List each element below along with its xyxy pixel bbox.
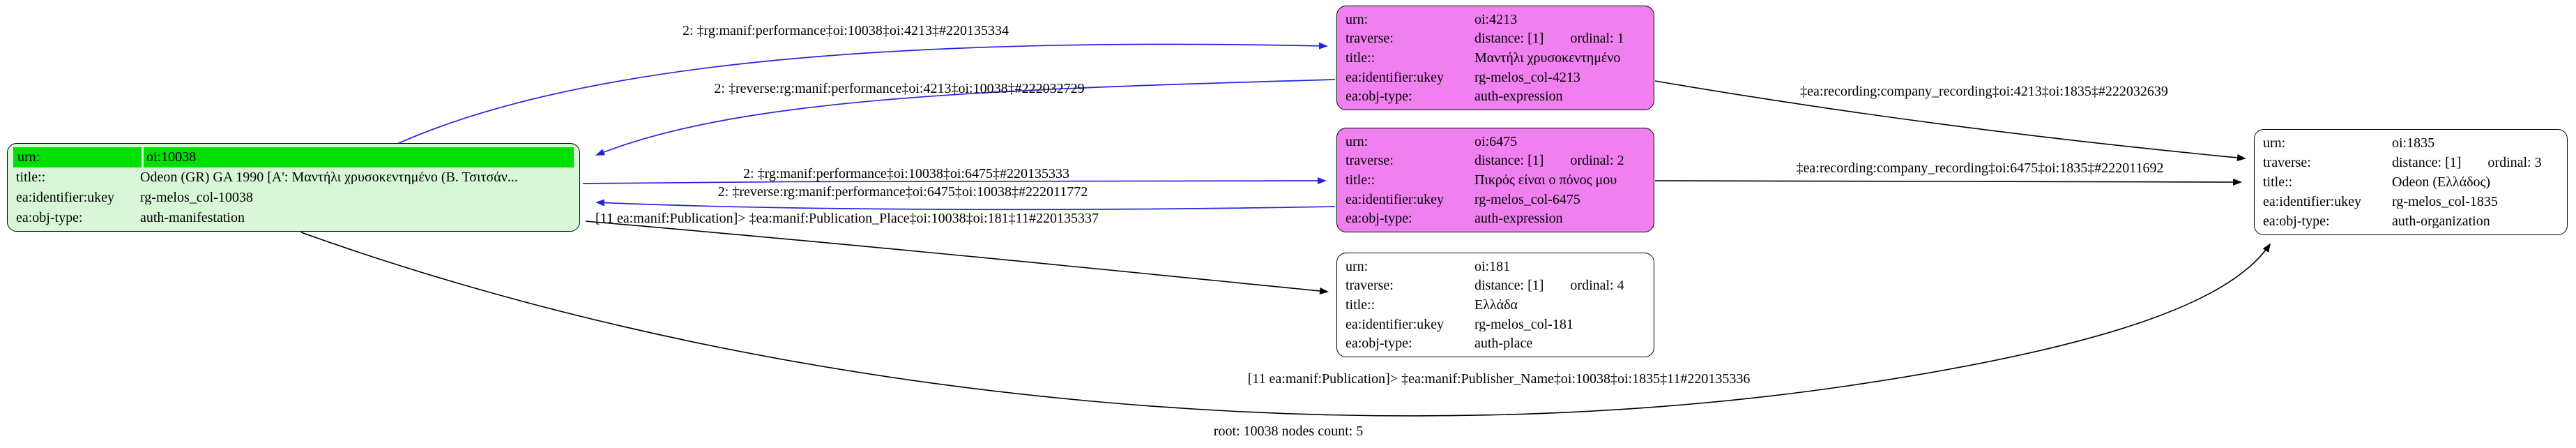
- field-value-urn: oi:10038: [144, 147, 574, 167]
- edge-label-publisher-name-10038-1835: [11 ea:manif:Publication]> ‡ea:manif:Pub…: [1247, 371, 1751, 387]
- node-oi-6475[interactable]: urn: oi:6475 traverse: distance: [1] ord…: [1336, 128, 1654, 232]
- node-row-urn: urn: oi:181: [1340, 257, 1651, 276]
- field-label-objtype: ea:obj-type:: [16, 209, 83, 225]
- field-value-ukey: rg-melos_col-10038: [140, 190, 253, 204]
- field-label-traverse: traverse:: [1346, 31, 1394, 47]
- node-row-ukey: ea:identifier:ukey rg-melos_col-10038: [10, 188, 577, 208]
- edge-label-performance-10038-4213: 2: ‡rg:manif:performance‡oi:10038‡oi:421…: [683, 23, 1009, 38]
- node-row-title: title:: Μαντήλι χρυσοκεντημένο: [1340, 48, 1651, 68]
- field-value-urn: oi:4213: [1474, 12, 1518, 27]
- node-oi-181[interactable]: urn: oi:181 traverse: distance: [1] ordi…: [1336, 253, 1654, 357]
- edge-reverse-performance-6475-10038: [595, 199, 1336, 211]
- field-value-ordinal: ordinal: 3: [2487, 156, 2542, 170]
- node-oi-10038[interactable]: urn: oi:10038 title:: Odeon (GR) GA 1990…: [7, 143, 580, 232]
- field-value-objtype: auth-manifestation: [140, 210, 245, 225]
- node-oi-1835[interactable]: urn: oi:1835 traverse: distance: [1] ord…: [2254, 129, 2568, 235]
- field-value-distance: distance: [1]: [2392, 156, 2462, 170]
- field-value-title: Ελλάδα: [1474, 298, 1518, 312]
- field-label-ukey: ea:identifier:ukey: [16, 189, 115, 205]
- field-label-objtype: ea:obj-type:: [2263, 214, 2330, 229]
- node-row-title: title:: Odeon (Ελλάδος): [2257, 172, 2564, 192]
- graph-root-label: root: 10038 nodes count: 5: [1213, 424, 1364, 439]
- node-row-urn: urn: oi:1835: [2257, 133, 2564, 153]
- node-row-urn: urn: oi:10038: [10, 147, 577, 167]
- edge-label-company-recording-4213-1835: ‡ea:recording:company_recording‡oi:4213‡…: [1800, 84, 2168, 99]
- node-row-objtype: ea:obj-type: auth-manifestation: [10, 207, 577, 227]
- field-label-title: title::: [1346, 50, 1375, 66]
- field-label-ukey: ea:identifier:ukey: [1346, 316, 1445, 332]
- node-row-title: title:: Ελλάδα: [1340, 295, 1651, 315]
- field-value-objtype: auth-organization: [2392, 214, 2490, 228]
- node-row-objtype: ea:obj-type: auth-place: [1340, 334, 1651, 353]
- field-label-ukey: ea:identifier:ukey: [1346, 191, 1445, 207]
- node-oi-4213[interactable]: urn: oi:4213 traverse: distance: [1] ord…: [1336, 6, 1654, 110]
- field-label-objtype: ea:obj-type:: [1346, 211, 1412, 227]
- field-label-urn: urn:: [1346, 258, 1369, 274]
- field-value-urn: oi:6475: [1474, 134, 1518, 149]
- field-label-urn: urn:: [1346, 133, 1369, 149]
- field-label-ukey: ea:identifier:ukey: [1346, 69, 1445, 85]
- field-label-title: title::: [2263, 174, 2293, 190]
- field-value-ordinal: ordinal: 4: [1570, 278, 1624, 293]
- edge-label-performance-10038-6475: 2: ‡rg:manif:performance‡oi:10038‡oi:647…: [743, 166, 1069, 181]
- node-row-ukey: ea:identifier:ukey rg-melos_col-1835: [2257, 192, 2564, 211]
- edge-company-recording-6475-1835: [1654, 178, 2242, 186]
- node-row-traverse: traverse: distance: [1] ordinal: 2: [1340, 151, 1651, 171]
- field-value-title: Μαντήλι χρυσοκεντημένο: [1474, 51, 1621, 65]
- node-row-urn: urn: oi:6475: [1340, 132, 1651, 151]
- field-value-distance: distance: [1]: [1474, 278, 1544, 293]
- field-label-urn: urn:: [13, 147, 142, 167]
- field-value-objtype: auth-expression: [1474, 211, 1563, 226]
- field-value-ukey: rg-melos_col-181: [1474, 317, 1573, 331]
- field-value-urn: oi:181: [1474, 259, 1511, 274]
- field-value-urn: oi:1835: [2392, 136, 2435, 150]
- field-value-title: Odeon (Ελλάδος): [2392, 175, 2491, 189]
- edge-publication-place-10038-181: [585, 221, 1329, 294]
- field-value-ukey: rg-melos_col-4213: [1474, 70, 1580, 84]
- edge-label-publication-place-10038-181: [11 ea:manif:Publication]> ‡ea:manif:Pub…: [595, 211, 1099, 226]
- field-value-distance: distance: [1]: [1474, 154, 1544, 168]
- node-row-traverse: traverse: distance: [1] ordinal: 1: [1340, 29, 1651, 49]
- field-value-distance: distance: [1]: [1474, 31, 1544, 46]
- field-label-title: title::: [1346, 172, 1375, 188]
- field-value-objtype: auth-place: [1474, 336, 1533, 351]
- field-label-objtype: ea:obj-type:: [1346, 89, 1412, 105]
- field-value-objtype: auth-expression: [1474, 89, 1563, 104]
- node-row-objtype: ea:obj-type: auth-organization: [2257, 211, 2564, 231]
- field-label-title: title::: [16, 170, 46, 186]
- edge-performance-10038-6475: [582, 177, 1327, 184]
- field-label-title: title::: [1346, 297, 1375, 313]
- field-value-ordinal: ordinal: 1: [1570, 31, 1624, 46]
- field-label-ukey: ea:identifier:ukey: [2263, 194, 2362, 209]
- node-row-title: title:: Πικρός είναι ο πόνος μου: [1340, 170, 1651, 190]
- field-value-title: Πικρός είναι ο πόνος μου: [1474, 173, 1617, 187]
- field-label-urn: urn:: [1346, 11, 1369, 27]
- node-row-objtype: ea:obj-type: auth-expression: [1340, 87, 1651, 106]
- node-row-ukey: ea:identifier:ukey rg-melos_col-4213: [1340, 68, 1651, 87]
- field-value-ukey: rg-melos_col-6475: [1474, 192, 1580, 207]
- field-label-objtype: ea:obj-type:: [1346, 336, 1412, 352]
- node-row-ukey: ea:identifier:ukey rg-melos_col-181: [1340, 315, 1651, 334]
- node-row-objtype: ea:obj-type: auth-expression: [1340, 209, 1651, 228]
- node-row-traverse: traverse: distance: [1] ordinal: 3: [2257, 153, 2564, 172]
- edge-reverse-performance-4213-10038: [595, 79, 1336, 156]
- node-row-ukey: ea:identifier:ukey rg-melos_col-6475: [1340, 190, 1651, 209]
- edge-company-recording-4213-1835: [1654, 80, 2246, 161]
- field-value-ukey: rg-melos_col-1835: [2392, 195, 2498, 209]
- node-row-title: title:: Odeon (GR) GA 1990 [Α': Μαντήλι …: [10, 167, 577, 188]
- field-label-traverse: traverse:: [1346, 153, 1394, 169]
- edge-publisher-name-10038-1835: [300, 232, 2271, 417]
- edge-label-reverse-performance-6475-10038: 2: ‡reverse:rg:manif:performance‡oi:6475…: [717, 184, 1088, 200]
- node-row-traverse: traverse: distance: [1] ordinal: 4: [1340, 276, 1651, 296]
- node-row-urn: urn: oi:4213: [1340, 10, 1651, 29]
- field-value-ordinal: ordinal: 2: [1570, 154, 1624, 168]
- edge-label-company-recording-6475-1835: ‡ea:recording:company_recording‡oi:6475‡…: [1796, 160, 2164, 176]
- edge-performance-10038-4213: [397, 42, 1328, 144]
- field-label-traverse: traverse:: [1346, 278, 1394, 294]
- field-value-title: Odeon (GR) GA 1990 [Α': Μαντήλι χρυσοκεν…: [140, 170, 518, 185]
- field-label-urn: urn:: [2263, 135, 2286, 151]
- field-label-traverse: traverse:: [2263, 155, 2311, 170]
- edge-label-reverse-performance-4213-10038: 2: ‡reverse:rg:manif:performance‡oi:4213…: [714, 81, 1085, 96]
